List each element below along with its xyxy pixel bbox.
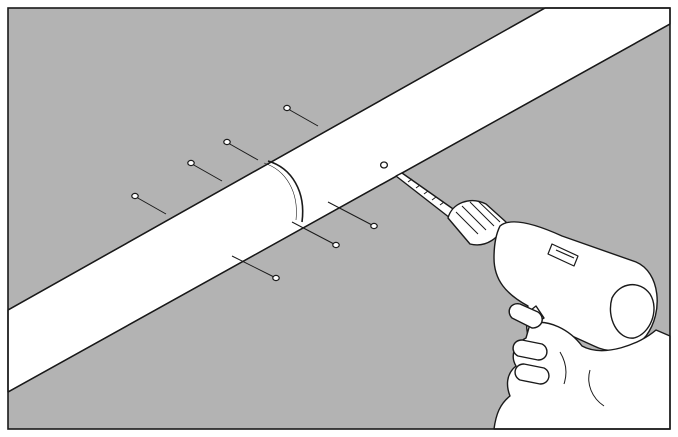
nail-icon: [291, 221, 340, 249]
nails: [131, 104, 389, 282]
drill-bit-flutes: [407, 178, 445, 206]
nail-icon: [327, 201, 378, 230]
nail-icon: [187, 159, 223, 182]
hand-knuckle-lines: [559, 351, 605, 407]
joint: [267, 160, 304, 223]
drill-icon: [395, 172, 658, 363]
hand: [493, 303, 671, 430]
joint-shadow: [263, 162, 297, 221]
nail-icon: [283, 104, 319, 127]
nail-icon: [231, 255, 280, 282]
nail-icon: [223, 138, 259, 161]
drill-vents: [547, 243, 579, 267]
nail-icon: [379, 161, 389, 169]
strip-edge-top: [7, 7, 546, 311]
nail-icon: [131, 192, 167, 215]
frame-border: [7, 7, 671, 430]
drill-chuck: [447, 200, 507, 246]
drill-nose: [609, 284, 655, 339]
hand-finger-middle: [512, 339, 548, 361]
hand-finger-index: [508, 303, 543, 329]
chuck-ribs: [455, 200, 501, 235]
hand-finger-ring: [514, 363, 550, 385]
